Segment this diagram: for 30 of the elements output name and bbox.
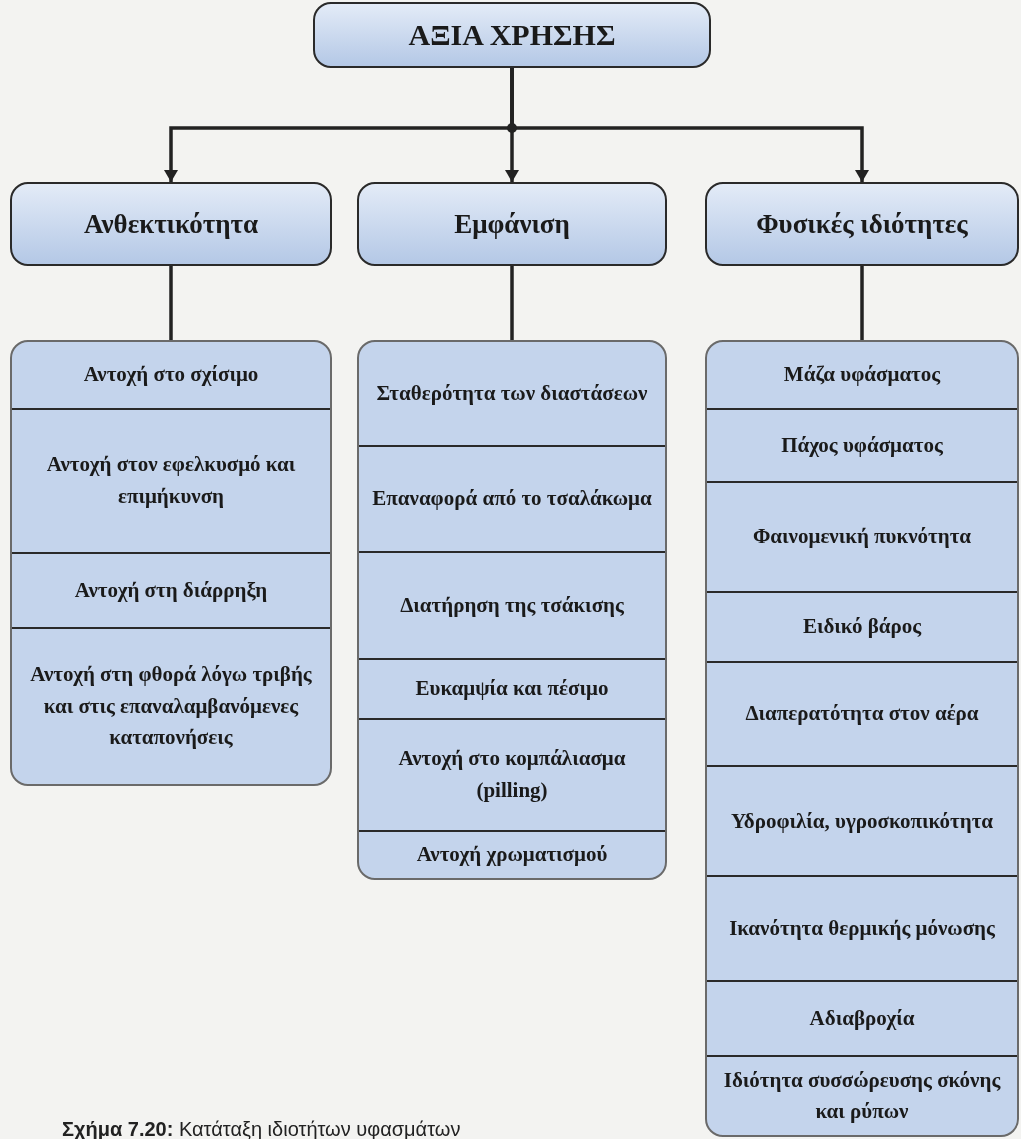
connector-line	[510, 266, 514, 340]
property-row: Διαπερατότητα στον αέρα	[707, 660, 1017, 766]
list-panel	[10, 340, 332, 786]
property-row: Αντοχή στο σχίσιμο	[12, 342, 330, 408]
connector-line	[169, 266, 173, 340]
property-row: Ιδιότητα συσσώρευσης σκόνης και ρύπων	[707, 1055, 1017, 1135]
arrow	[510, 68, 869, 182]
property-row: Αντοχή στο κομπάλιασμα (pilling)	[359, 717, 665, 831]
property-row: Σταθερότητα των διαστάσεων	[359, 342, 665, 445]
list-panel	[357, 340, 667, 880]
property-row: Αντοχή στον εφελκυσμό και επιμήκυνση	[12, 407, 330, 553]
list-panel	[705, 340, 1019, 1137]
property-row: Ικανότητα θερμικής μόνωσης	[707, 875, 1017, 981]
property-row: Φαινομενική πυκνότητα	[707, 480, 1017, 591]
property-row: Αντοχή χρωματισμού	[359, 830, 665, 878]
category-box: Φυσικές ιδιότητες	[705, 182, 1019, 266]
property-row: Υδροφιλία, υγροσκοπικότητα	[707, 765, 1017, 876]
property-row: Μάζα υφάσματος	[707, 342, 1017, 408]
property-row: Αδιαβροχία	[707, 980, 1017, 1056]
property-row: Επαναφορά από το τσαλάκωμα	[359, 444, 665, 552]
property-row: Πάχος υφάσματος	[707, 407, 1017, 481]
connector-line	[860, 266, 864, 340]
property-row: Αντοχή στη φθορά λόγω τριβής και στις επαναλαμβανόμενες καταπονήσεις	[12, 626, 330, 784]
property-row: Αντοχή στη διάρρηξη	[12, 552, 330, 627]
property-row: Διατήρηση της τσάκισης	[359, 551, 665, 658]
property-row: Ειδικό βάρος	[707, 590, 1017, 661]
category-box: Εμφάνιση	[357, 182, 667, 266]
property-row: Ευκαμψία και πέσιμο	[359, 657, 665, 718]
root-box: ΑΞΙΑ ΧΡΗΣΗΣ	[313, 2, 711, 68]
category-box: Ανθεκτικότητα	[10, 182, 332, 266]
